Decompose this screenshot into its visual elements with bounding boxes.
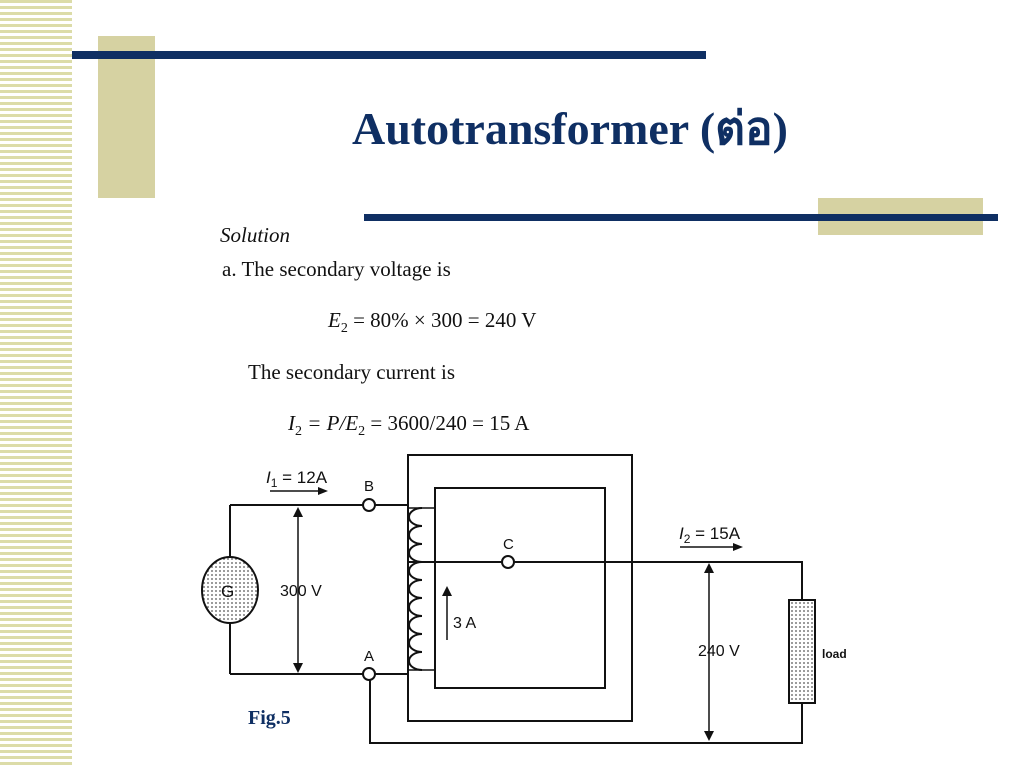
i2-label: I2 = 15A (679, 524, 741, 546)
eq1-subscript: 2 (340, 321, 348, 336)
node-c-label: C (503, 536, 514, 553)
secondary-voltage-line: a. The secondary voltage is (222, 257, 451, 281)
load-label: load (822, 647, 847, 661)
node-a-terminal (362, 667, 376, 681)
eq2-rest: = 3600/240 = 15 A (365, 411, 530, 435)
khaki-block-left (98, 36, 155, 198)
autotransformer-circuit-diagram: G B A C I1 = 12A I2 = 15A 300 V 240 V 3 … (201, 454, 847, 744)
eq2-symbol: I (288, 411, 295, 435)
solution-heading: Solution (220, 223, 291, 247)
equation-e2: E2 = 80% × 300 = 240 V (328, 308, 536, 337)
node-b-terminal (362, 498, 376, 512)
node-c-terminal (501, 555, 515, 569)
figure-label: Fig.5 (248, 707, 291, 729)
i1-label: I1 = 12A (266, 468, 328, 490)
core-inner (434, 487, 606, 689)
eq2-subscript-2: 2 (358, 424, 366, 439)
load-resistor (788, 599, 816, 704)
equation-i2: I2 = P/E2 = 3600/240 = 15 A (288, 411, 529, 440)
navy-rule-right (364, 214, 998, 221)
generator-label: G (221, 582, 234, 601)
secondary-voltage-label: 240 V (698, 643, 740, 660)
coil-current-label: 3 A (453, 615, 476, 632)
eq1-symbol: E (328, 308, 341, 332)
primary-voltage-label: 300 V (280, 583, 322, 600)
eq1-rest: = 80% × 300 = 240 V (347, 308, 537, 332)
slide-title: Autotransformer (ต่อ) (351, 103, 789, 154)
secondary-current-line: The secondary current is (248, 360, 455, 384)
navy-rule-top (72, 51, 706, 59)
generator-symbol (201, 556, 259, 624)
left-stripe-pattern (0, 0, 72, 768)
core-outer (407, 454, 633, 722)
node-a-label: A (364, 648, 374, 665)
node-b-label: B (364, 478, 374, 495)
winding (408, 507, 423, 671)
eq2-mid: = P/E (302, 411, 359, 435)
wire-c (408, 561, 803, 600)
eq2-subscript: 2 (295, 424, 302, 439)
